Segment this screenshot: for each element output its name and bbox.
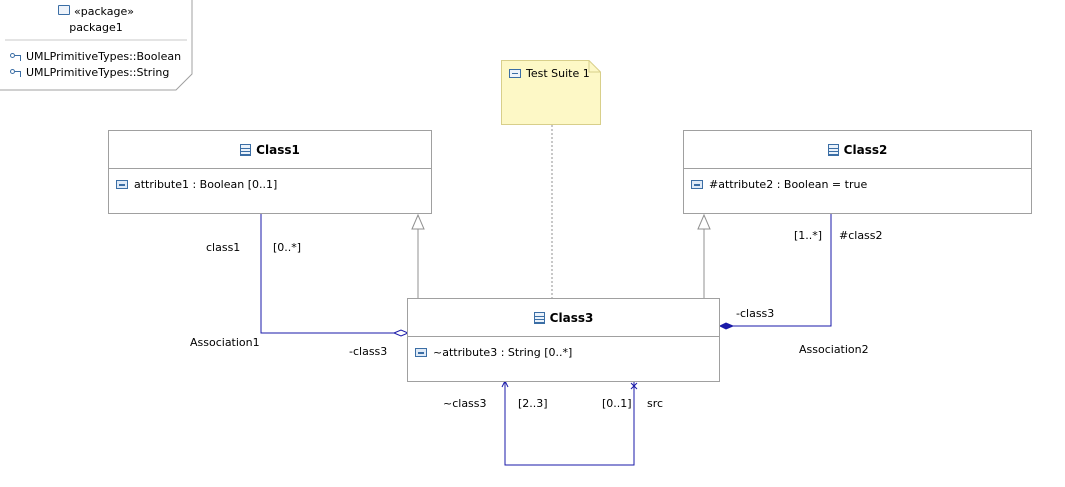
package-import-2[interactable]: UMLPrimitiveTypes::String (10, 66, 169, 79)
generalization-class3-class1[interactable] (411, 213, 425, 298)
property-icon (691, 180, 703, 189)
class-name: Class2 (843, 142, 888, 157)
association1-end-multiplicity: [0..*] (273, 241, 302, 254)
package-name: package1 (69, 21, 123, 34)
attribute-row[interactable]: #attribute2 : Boolean = true (691, 178, 867, 191)
class-box-class1[interactable]: Class1 attribute1 : Boolean [0..1] (108, 130, 432, 214)
class-icon (827, 143, 839, 156)
association2-line[interactable] (718, 214, 832, 330)
attribute-label: ~attribute3 : String [0..*] (433, 346, 573, 359)
self-association-line[interactable] (501, 379, 638, 466)
generalization-class3-class2[interactable] (697, 213, 711, 298)
note-text: Test Suite 1 (526, 67, 590, 80)
class-icon (240, 143, 252, 156)
association1-end-role: class1 (206, 241, 241, 254)
class-box-class3[interactable]: Class3 ~attribute3 : String [0..*] (407, 298, 720, 382)
class-header: Class3 (408, 299, 719, 337)
package-frame (0, 0, 193, 91)
note-test-suite-1[interactable]: Test Suite 1 (501, 60, 601, 125)
package-header: «package» (0, 5, 192, 18)
note-icon (509, 69, 521, 78)
attribute-label: attribute1 : Boolean [0..1] (134, 178, 278, 191)
property-icon (415, 348, 427, 357)
self-association-multiplicity-b: [0..1] (602, 397, 632, 410)
attribute-row[interactable]: attribute1 : Boolean [0..1] (116, 178, 277, 191)
association1-class3-role: -class3 (349, 345, 388, 358)
package-import-1[interactable]: UMLPrimitiveTypes::Boolean (10, 50, 181, 63)
association2-end-role: #class2 (839, 229, 883, 242)
class-icon (533, 311, 545, 324)
association2-class3-role: -class3 (736, 307, 775, 320)
note-shape (501, 60, 601, 125)
package-icon (58, 5, 71, 15)
class-name: Class1 (256, 142, 300, 157)
self-association-role-b: src (647, 397, 664, 410)
class-box-class2[interactable]: Class2 #attribute2 : Boolean = true (683, 130, 1032, 214)
element-import-icon (10, 52, 22, 62)
package-import-label: UMLPrimitiveTypes::String (26, 66, 170, 79)
self-association-multiplicity-a: [2..3] (518, 397, 548, 410)
class-header: Class2 (684, 131, 1031, 169)
package-import-label: UMLPrimitiveTypes::Boolean (26, 50, 182, 63)
element-import-icon (10, 68, 22, 78)
association1-line[interactable] (260, 214, 410, 337)
class-name: Class3 (549, 310, 594, 325)
package-stereotype: «package» (74, 5, 134, 18)
association2-end-multiplicity: [1..*] (794, 229, 823, 242)
property-icon (116, 180, 128, 189)
attribute-label: #attribute2 : Boolean = true (709, 178, 868, 191)
package-box[interactable]: «package» package1 UMLPrimitiveTypes::Bo… (0, 0, 192, 90)
association2-name[interactable]: Association2 (799, 343, 869, 356)
attribute-row[interactable]: ~attribute3 : String [0..*] (415, 346, 572, 359)
class-header: Class1 (109, 131, 431, 169)
note-header: Test Suite 1 (509, 67, 590, 80)
association1-name[interactable]: Association1 (190, 336, 260, 349)
self-association-role-a: ~class3 (443, 397, 487, 410)
